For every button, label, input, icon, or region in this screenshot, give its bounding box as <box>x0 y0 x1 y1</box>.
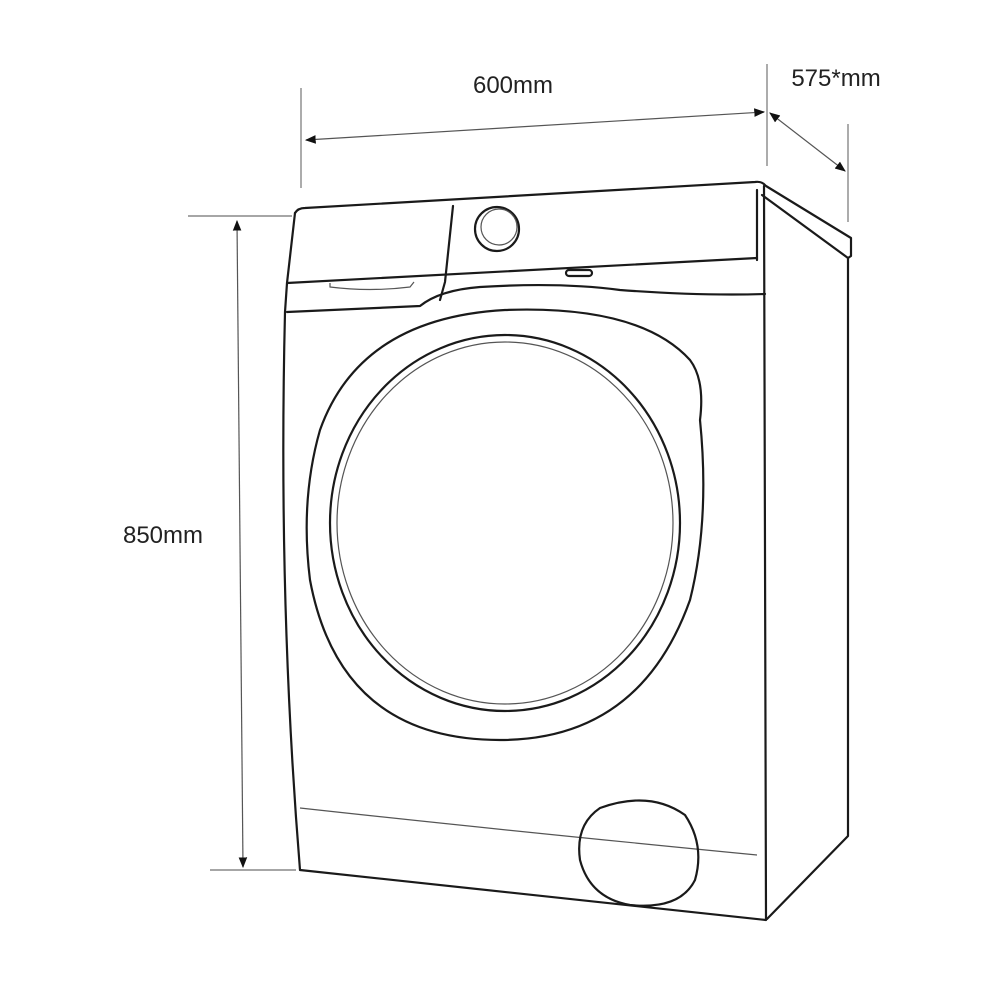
width-label: 600mm <box>473 72 553 99</box>
door-glass-inner <box>336 341 674 705</box>
height-dimension: 850mm <box>123 215 296 871</box>
door-top-contour <box>285 283 767 314</box>
kick-plate-line <box>299 807 758 856</box>
height-label: 850mm <box>123 522 203 549</box>
filter-cover[interactable] <box>578 799 700 907</box>
panel-bottom-line <box>285 256 759 285</box>
top-side-edge <box>760 193 850 260</box>
depth-dimension: 575*mm <box>769 65 881 222</box>
drawer-handle <box>329 281 415 291</box>
washing-machine-drawing <box>282 180 853 922</box>
door-glass <box>328 333 682 713</box>
height-arrow <box>232 219 248 869</box>
door-outer-ring[interactable] <box>305 308 705 742</box>
width-arrow <box>304 108 766 144</box>
front-outline <box>282 211 768 922</box>
indicator-light <box>564 268 594 278</box>
side-panel <box>765 256 850 921</box>
program-knob-icon[interactable] <box>473 205 521 253</box>
top-edge <box>293 180 853 260</box>
depth-label: 575*mm <box>791 65 880 92</box>
drawer-divider <box>438 204 455 302</box>
front-right-edge <box>755 184 768 921</box>
depth-arrow <box>769 112 846 172</box>
width-dimension: 600mm <box>300 64 768 188</box>
